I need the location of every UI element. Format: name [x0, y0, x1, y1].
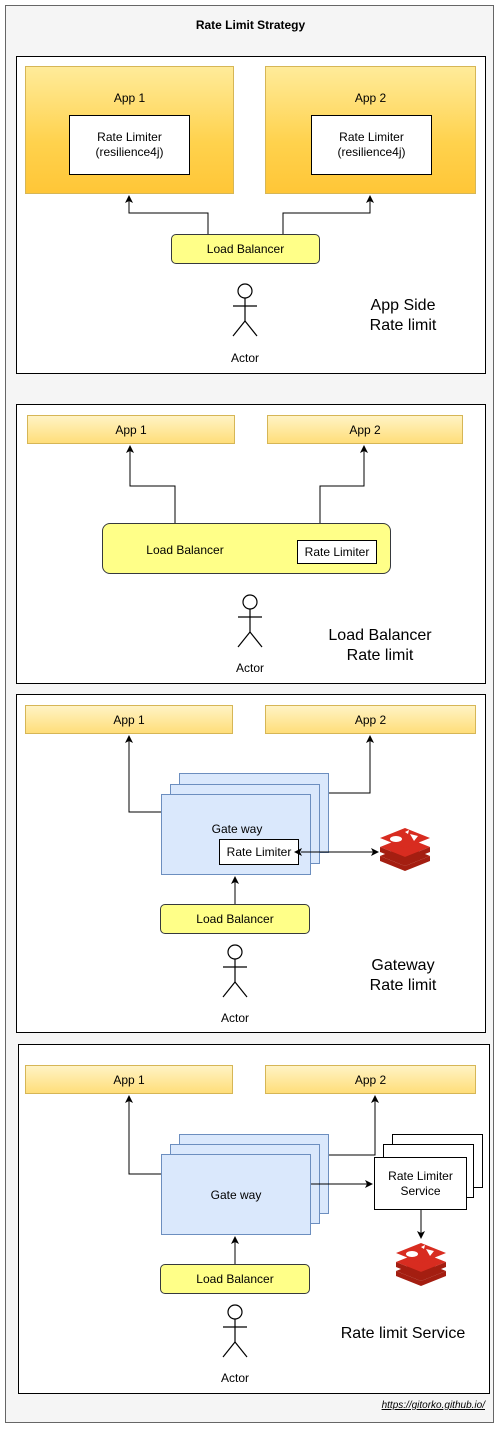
caption-line-2: Rate limit	[346, 647, 414, 664]
rate-limiter-box-1: Rate Limiter (resilience4j)	[69, 115, 190, 175]
panel4-connectors	[125, 1095, 425, 1264]
rate-limiter-label: Rate Limiter	[339, 130, 404, 144]
app1-box: App 1	[25, 1065, 233, 1094]
rate-limiter-box: Rate Limiter	[219, 839, 299, 865]
actor-icon	[232, 283, 258, 337]
actor-icon	[222, 1304, 248, 1358]
panel1-connectors	[125, 195, 374, 234]
caption-line-1: Load Balancer	[328, 627, 432, 644]
app2-box: App 2	[265, 705, 476, 734]
actor-icon	[237, 594, 263, 648]
rate-limiter-sub-label: (resilience4j)	[95, 145, 164, 159]
panel-caption: Rate limit Service	[340, 1325, 466, 1342]
rate-limiter-box: Rate Limiter	[297, 540, 377, 564]
app2-box: App 2	[265, 1065, 476, 1094]
panel-caption: Gateway Rate limit	[348, 956, 458, 996]
app1-box: App 1	[27, 415, 235, 444]
gateway-box: Gate way	[161, 1154, 311, 1235]
app1-box: App 1	[25, 705, 233, 734]
panel-caption: App Side Rate limit	[348, 296, 458, 336]
rate-limiter-sub-label: (resilience4j)	[337, 145, 406, 159]
redis-icon	[380, 828, 430, 871]
load-balancer-label: Load Balancer	[146, 543, 224, 557]
caption-line-2: Rate limit	[369, 977, 437, 994]
gateway-label: Gate way	[211, 822, 263, 836]
app2-box: App 2	[267, 415, 463, 444]
footer-link[interactable]: https://gitorko.github.io/	[381, 1400, 485, 1411]
caption-line-1: App Side	[370, 297, 436, 314]
app2-label: App 2	[354, 91, 387, 105]
service-label-line-1: Rate Limiter	[388, 1168, 453, 1183]
actor-label: Actor	[220, 1371, 249, 1385]
load-balancer-box: Load Balancer	[171, 234, 320, 264]
app1-label: App 1	[113, 91, 146, 105]
rate-limiter-label: Rate Limiter	[97, 130, 162, 144]
actor-label: Actor	[235, 661, 264, 675]
rate-limiter-service-box: Rate Limiter Service	[374, 1157, 467, 1210]
load-balancer-box: Load Balancer	[160, 1264, 310, 1294]
diagram-title: Rate Limit Strategy	[195, 18, 306, 32]
caption-line-1: Gateway	[371, 957, 435, 974]
actor-icon	[222, 944, 248, 998]
load-balancer-box: Load Balancer	[160, 904, 310, 934]
panel3-connectors	[125, 735, 379, 904]
caption-line-2: Rate limit	[369, 317, 437, 334]
redis-icon	[396, 1243, 446, 1286]
actor-label: Actor	[230, 351, 259, 365]
panel-caption: Load Balancer Rate limit	[318, 626, 442, 666]
load-balancer-box: Load Balancer	[102, 523, 391, 574]
panel2-connectors	[126, 445, 368, 523]
rate-limiter-box-2: Rate Limiter (resilience4j)	[311, 115, 432, 175]
service-label-line-2: Service	[400, 1183, 441, 1198]
actor-label: Actor	[220, 1011, 249, 1025]
